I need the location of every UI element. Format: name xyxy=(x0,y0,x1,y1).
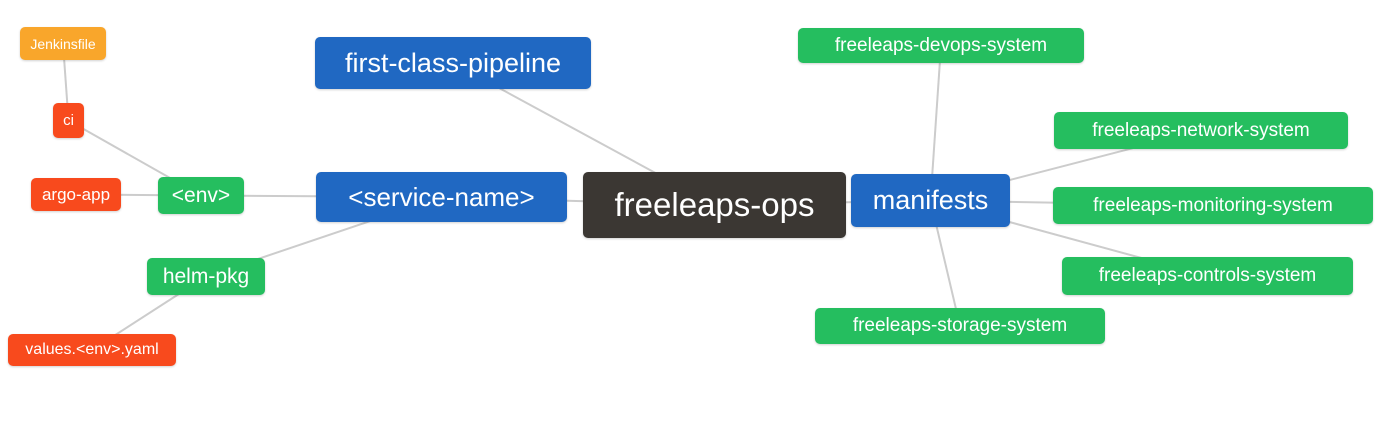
node-label-jenkinsfile: Jenkinsfile xyxy=(30,35,96,52)
node-argo-app[interactable]: argo-app xyxy=(31,178,121,211)
node-label-argo-app: argo-app xyxy=(41,184,111,204)
node-label-env: <env> xyxy=(171,183,231,207)
node-label-controls-system: freeleaps-controls-system xyxy=(1098,265,1317,286)
node-label-devops-system: freeleaps-devops-system xyxy=(834,34,1048,56)
node-label-helm-pkg: helm-pkg xyxy=(162,264,250,288)
node-helm-pkg[interactable]: helm-pkg xyxy=(147,258,265,295)
node-label-storage-system: freeleaps-storage-system xyxy=(852,315,1068,336)
node-freeleaps-ops[interactable]: freeleaps-ops xyxy=(583,172,846,238)
node-jenkinsfile[interactable]: Jenkinsfile xyxy=(20,27,106,60)
node-env[interactable]: <env> xyxy=(158,177,244,214)
node-controls-system[interactable]: freeleaps-controls-system xyxy=(1062,257,1353,295)
node-devops-system[interactable]: freeleaps-devops-system xyxy=(798,28,1084,63)
node-storage-system[interactable]: freeleaps-storage-system xyxy=(815,308,1105,344)
node-label-monitoring-system: freeleaps-monitoring-system xyxy=(1093,194,1333,216)
node-label-manifests: manifests xyxy=(872,185,989,215)
node-label-service-name: <service-name> xyxy=(348,181,535,212)
node-first-class-pipeline[interactable]: first-class-pipeline xyxy=(315,37,591,89)
node-network-system[interactable]: freeleaps-network-system xyxy=(1054,112,1348,149)
node-label-values-yaml: values.<env>.yaml xyxy=(25,341,159,358)
node-monitoring-system[interactable]: freeleaps-monitoring-system xyxy=(1053,187,1373,224)
node-label-network-system: freeleaps-network-system xyxy=(1092,119,1310,141)
node-manifests[interactable]: manifests xyxy=(851,174,1010,227)
node-label-freeleaps-ops: freeleaps-ops xyxy=(614,186,815,223)
node-service-name[interactable]: <service-name> xyxy=(316,172,567,222)
node-label-ci: ci xyxy=(63,112,74,129)
node-label-first-class-pipeline: first-class-pipeline xyxy=(344,47,562,78)
node-ci[interactable]: ci xyxy=(53,103,84,138)
node-values-yaml[interactable]: values.<env>.yaml xyxy=(8,334,176,366)
